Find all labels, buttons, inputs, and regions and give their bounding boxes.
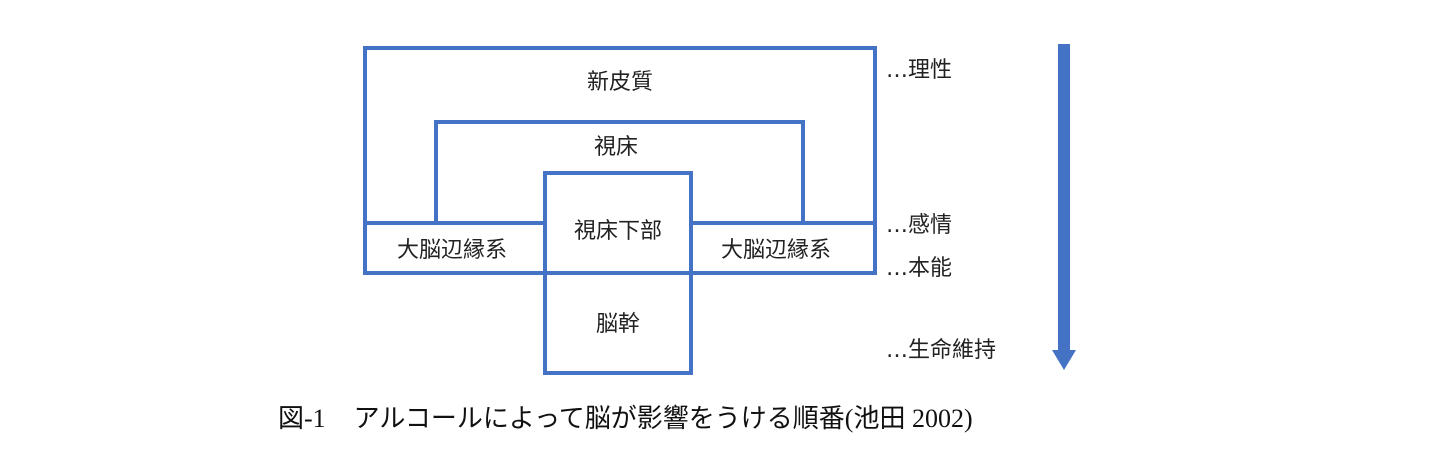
thalamus-left <box>434 120 438 225</box>
thalamus-right <box>801 120 805 225</box>
thalamus-top <box>434 120 805 124</box>
limbic-right-label: 大脳辺縁系 <box>720 238 832 263</box>
figure-title: アルコールによって脳が影響をうける順番(池田 2002) <box>353 404 973 433</box>
thalamus-label: 視床 <box>593 135 639 160</box>
limbic-divider-left <box>363 221 548 225</box>
side-label-instinct: …本能 <box>886 256 953 281</box>
limbic-left-label: 大脳辺縁系 <box>396 238 508 263</box>
figure-number: 図-1 <box>278 404 326 433</box>
figure-caption: 図-1 アルコールによって脳が影響をうける順番(池田 2002) <box>278 406 973 432</box>
neocortex-label: 新皮質 <box>586 70 654 95</box>
brainstem-box <box>543 271 693 375</box>
side-label-life-support: …生命維持 <box>886 338 997 363</box>
limbic-divider-right <box>688 221 877 225</box>
side-label-emotion: …感情 <box>886 213 953 238</box>
arrow-down-icon <box>1052 44 1076 370</box>
side-label-reason: …理性 <box>886 58 953 83</box>
brainstem-label: 脳幹 <box>595 312 641 337</box>
hypothalamus-label: 視床下部 <box>573 219 663 244</box>
